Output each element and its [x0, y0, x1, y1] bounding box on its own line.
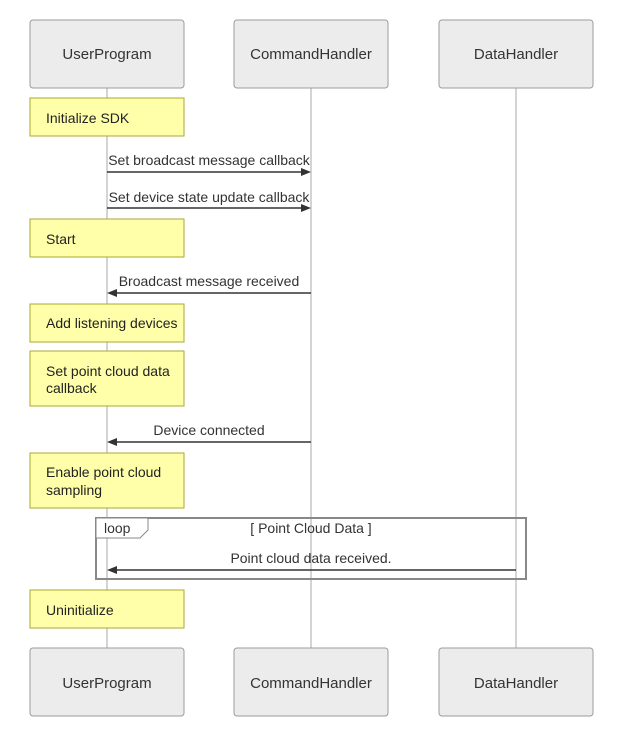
actor-label: UserProgram: [62, 675, 151, 692]
arrowhead-icon: [107, 438, 117, 446]
loop-condition: [ Point Cloud Data ]: [250, 520, 371, 536]
note-text-line-2: sampling: [46, 482, 102, 498]
note-start: Start: [29, 218, 185, 258]
note-add-listening-devices: Add listening devices: [29, 303, 185, 343]
note-text: Initialize SDK: [46, 110, 130, 126]
arrowhead-icon: [301, 204, 311, 212]
actor-label: UserProgram: [62, 46, 151, 63]
note-set-point-cloud-callback: Set point cloud data callback: [29, 350, 185, 407]
arrowhead-icon: [301, 168, 311, 176]
arrowhead-icon: [107, 289, 117, 297]
message-point-cloud-received: Point cloud data received.: [107, 550, 516, 574]
arrowhead-icon: [107, 566, 117, 574]
actor-label: CommandHandler: [250, 675, 372, 692]
note-text: Add listening devices: [46, 315, 178, 331]
actor-top-userprogram: UserProgram: [29, 19, 185, 89]
message-device-connected: Device connected: [107, 422, 311, 446]
loop-label: loop: [104, 520, 131, 536]
note-text: Uninitialize: [46, 602, 114, 618]
loop-tab: [95, 517, 149, 539]
note-enable-point-cloud-sampling: Enable point cloud sampling: [29, 452, 185, 509]
actor-bottom-userprogram: UserProgram: [29, 647, 185, 717]
note-text: Start: [46, 231, 76, 247]
message-set-broadcast-callback: Set broadcast message callback: [107, 152, 311, 176]
actor-top-commandhandler: CommandHandler: [233, 19, 389, 89]
message-label: Set device state update callback: [109, 189, 311, 205]
actor-bottom-commandhandler: CommandHandler: [233, 647, 389, 717]
message-label: Set broadcast message callback: [108, 152, 311, 168]
message-label: Point cloud data received.: [230, 550, 391, 566]
note-text-line-1: Set point cloud data: [46, 363, 170, 379]
message-label: Broadcast message received: [119, 273, 300, 289]
actor-top-datahandler: DataHandler: [438, 19, 594, 89]
note-uninitialize: Uninitialize: [29, 589, 185, 629]
message-label: Device connected: [153, 422, 264, 438]
note-initialize-sdk: Initialize SDK: [29, 97, 185, 137]
message-set-device-state-callback: Set device state update callback: [107, 189, 311, 212]
note-text-line-2: callback: [46, 380, 98, 396]
actor-bottom-datahandler: DataHandler: [438, 647, 594, 717]
actor-label: DataHandler: [474, 675, 558, 692]
actor-label: DataHandler: [474, 46, 558, 63]
loop-frame: loop [ Point Cloud Data ]: [95, 517, 527, 580]
note-text-line-1: Enable point cloud: [46, 464, 161, 480]
message-broadcast-received: Broadcast message received: [107, 273, 311, 297]
actor-label: CommandHandler: [250, 46, 372, 63]
